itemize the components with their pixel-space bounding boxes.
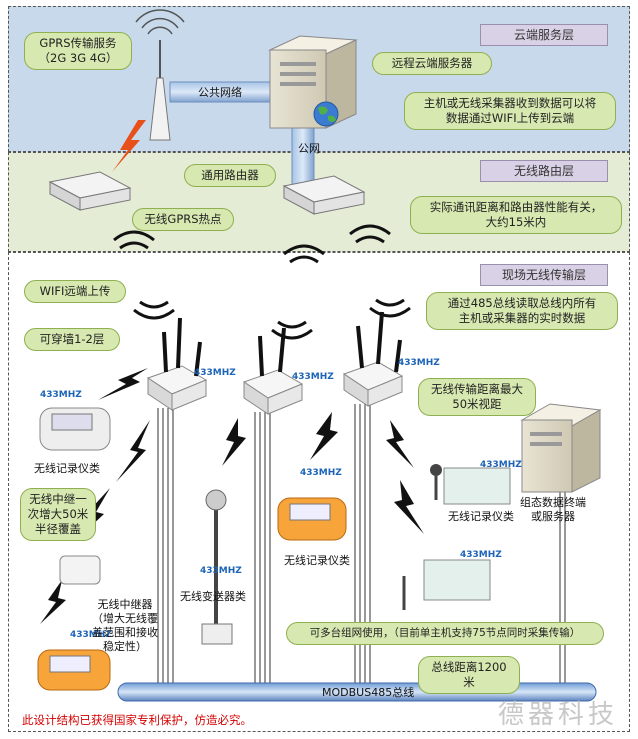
freq-tag-6: 433MHZ — [480, 460, 522, 470]
cloud-server-icon — [268, 35, 358, 129]
repeater-label: 无线中继器 （增大无线覆 盖范围和接收 稳定性） — [92, 598, 158, 653]
terminal-server-icon — [520, 403, 602, 493]
relay-note-bubble: 无线中继一 次增大50米 半径覆盖 — [20, 488, 96, 541]
repeater-device — [59, 555, 101, 585]
gprs-lightning-icon — [112, 120, 146, 172]
general-router-bubble: 通用路由器 — [184, 164, 276, 187]
host-upload-bubble: 主机或无线采集器收到数据可以将 数据通过WIFI上传到云端 — [404, 92, 616, 130]
freq-tag-2: 433MHZ — [194, 368, 236, 378]
bus-label: MODBUS485总线 — [322, 686, 415, 699]
company-watermark: 德器科技 — [498, 700, 619, 730]
collector-left-icon — [146, 317, 208, 411]
router-zone-title: 无线路由层 — [480, 160, 608, 182]
recorder-mid-label: 无线记录仪类 — [284, 554, 350, 567]
wall-bubble: 可穿墙1-2层 — [24, 328, 120, 351]
wifi-signal-icons — [113, 224, 411, 340]
collector-mid-icon — [242, 327, 304, 415]
freq-tag-9: 433MHZ — [200, 566, 242, 576]
cloud-zone-title: 云端服务层 — [480, 24, 608, 46]
wifi-upload-bubble: WIFI远端上传 — [24, 280, 126, 303]
recorder-right-label: 无线记录仪类 — [448, 510, 514, 523]
general-router-icon — [282, 175, 366, 215]
freq-tag-4: 433MHZ — [398, 358, 440, 368]
lightning-icons — [40, 368, 424, 624]
distance-note-bubble: 实际通讯距离和路由器性能有关， 大约15米内 — [410, 196, 622, 234]
field-zone-title: 现场无线传输层 — [480, 264, 608, 286]
globe-icon — [313, 101, 339, 127]
gprs-hotspot-icon — [48, 171, 132, 211]
recorder-right-device — [430, 464, 511, 505]
rs485-read-bubble: 通过485总线读取总线内所有 主机或采集器的实时数据 — [426, 292, 618, 330]
terminal-label: 组态数据终端 或服务器 — [520, 496, 586, 523]
freq-tag-1: 433MHZ — [40, 390, 82, 400]
bus-distance-bubble: 总线距离1200米 — [418, 656, 520, 694]
recorder-bottom-left-device — [37, 649, 111, 691]
patent-notice: 此设计结构已获得国家专利保护，仿造必究。 — [22, 713, 252, 727]
gprs-tower-icon — [135, 9, 185, 141]
wireless-range-bubble: 无线传输距离最大 50米视距 — [418, 378, 536, 416]
freq-tag-8: 433MHZ — [70, 630, 112, 640]
freq-tag-3: 433MHZ — [292, 372, 334, 382]
recorder-lower-right-device — [402, 559, 491, 610]
freq-tag-7: 433MHZ — [460, 550, 502, 560]
transmitter-label: 无线变送器类 — [180, 590, 246, 603]
gprs-hotspot-bubble: 无线GPRS热点 — [132, 208, 234, 231]
remote-server-bubble: 远程云端服务器 — [372, 52, 492, 75]
recorder-mid-device — [277, 497, 347, 541]
recorder-left-label: 无线记录仪类 — [34, 462, 100, 475]
public-net-label: 公网 — [298, 142, 320, 155]
transmitter-device — [201, 489, 233, 645]
recorder-left-device — [39, 407, 111, 451]
public-network-label: 公共网络 — [198, 86, 242, 99]
multi-network-bubble: 可多台组网使用，（目前单主机支持75节点同时采集传输） — [286, 622, 604, 645]
gprs-service-bubble: GPRS传输服务 （2G 3G 4G） — [24, 32, 132, 70]
collector-right-icon — [342, 311, 404, 407]
freq-tag-5: 433MHZ — [300, 468, 342, 478]
